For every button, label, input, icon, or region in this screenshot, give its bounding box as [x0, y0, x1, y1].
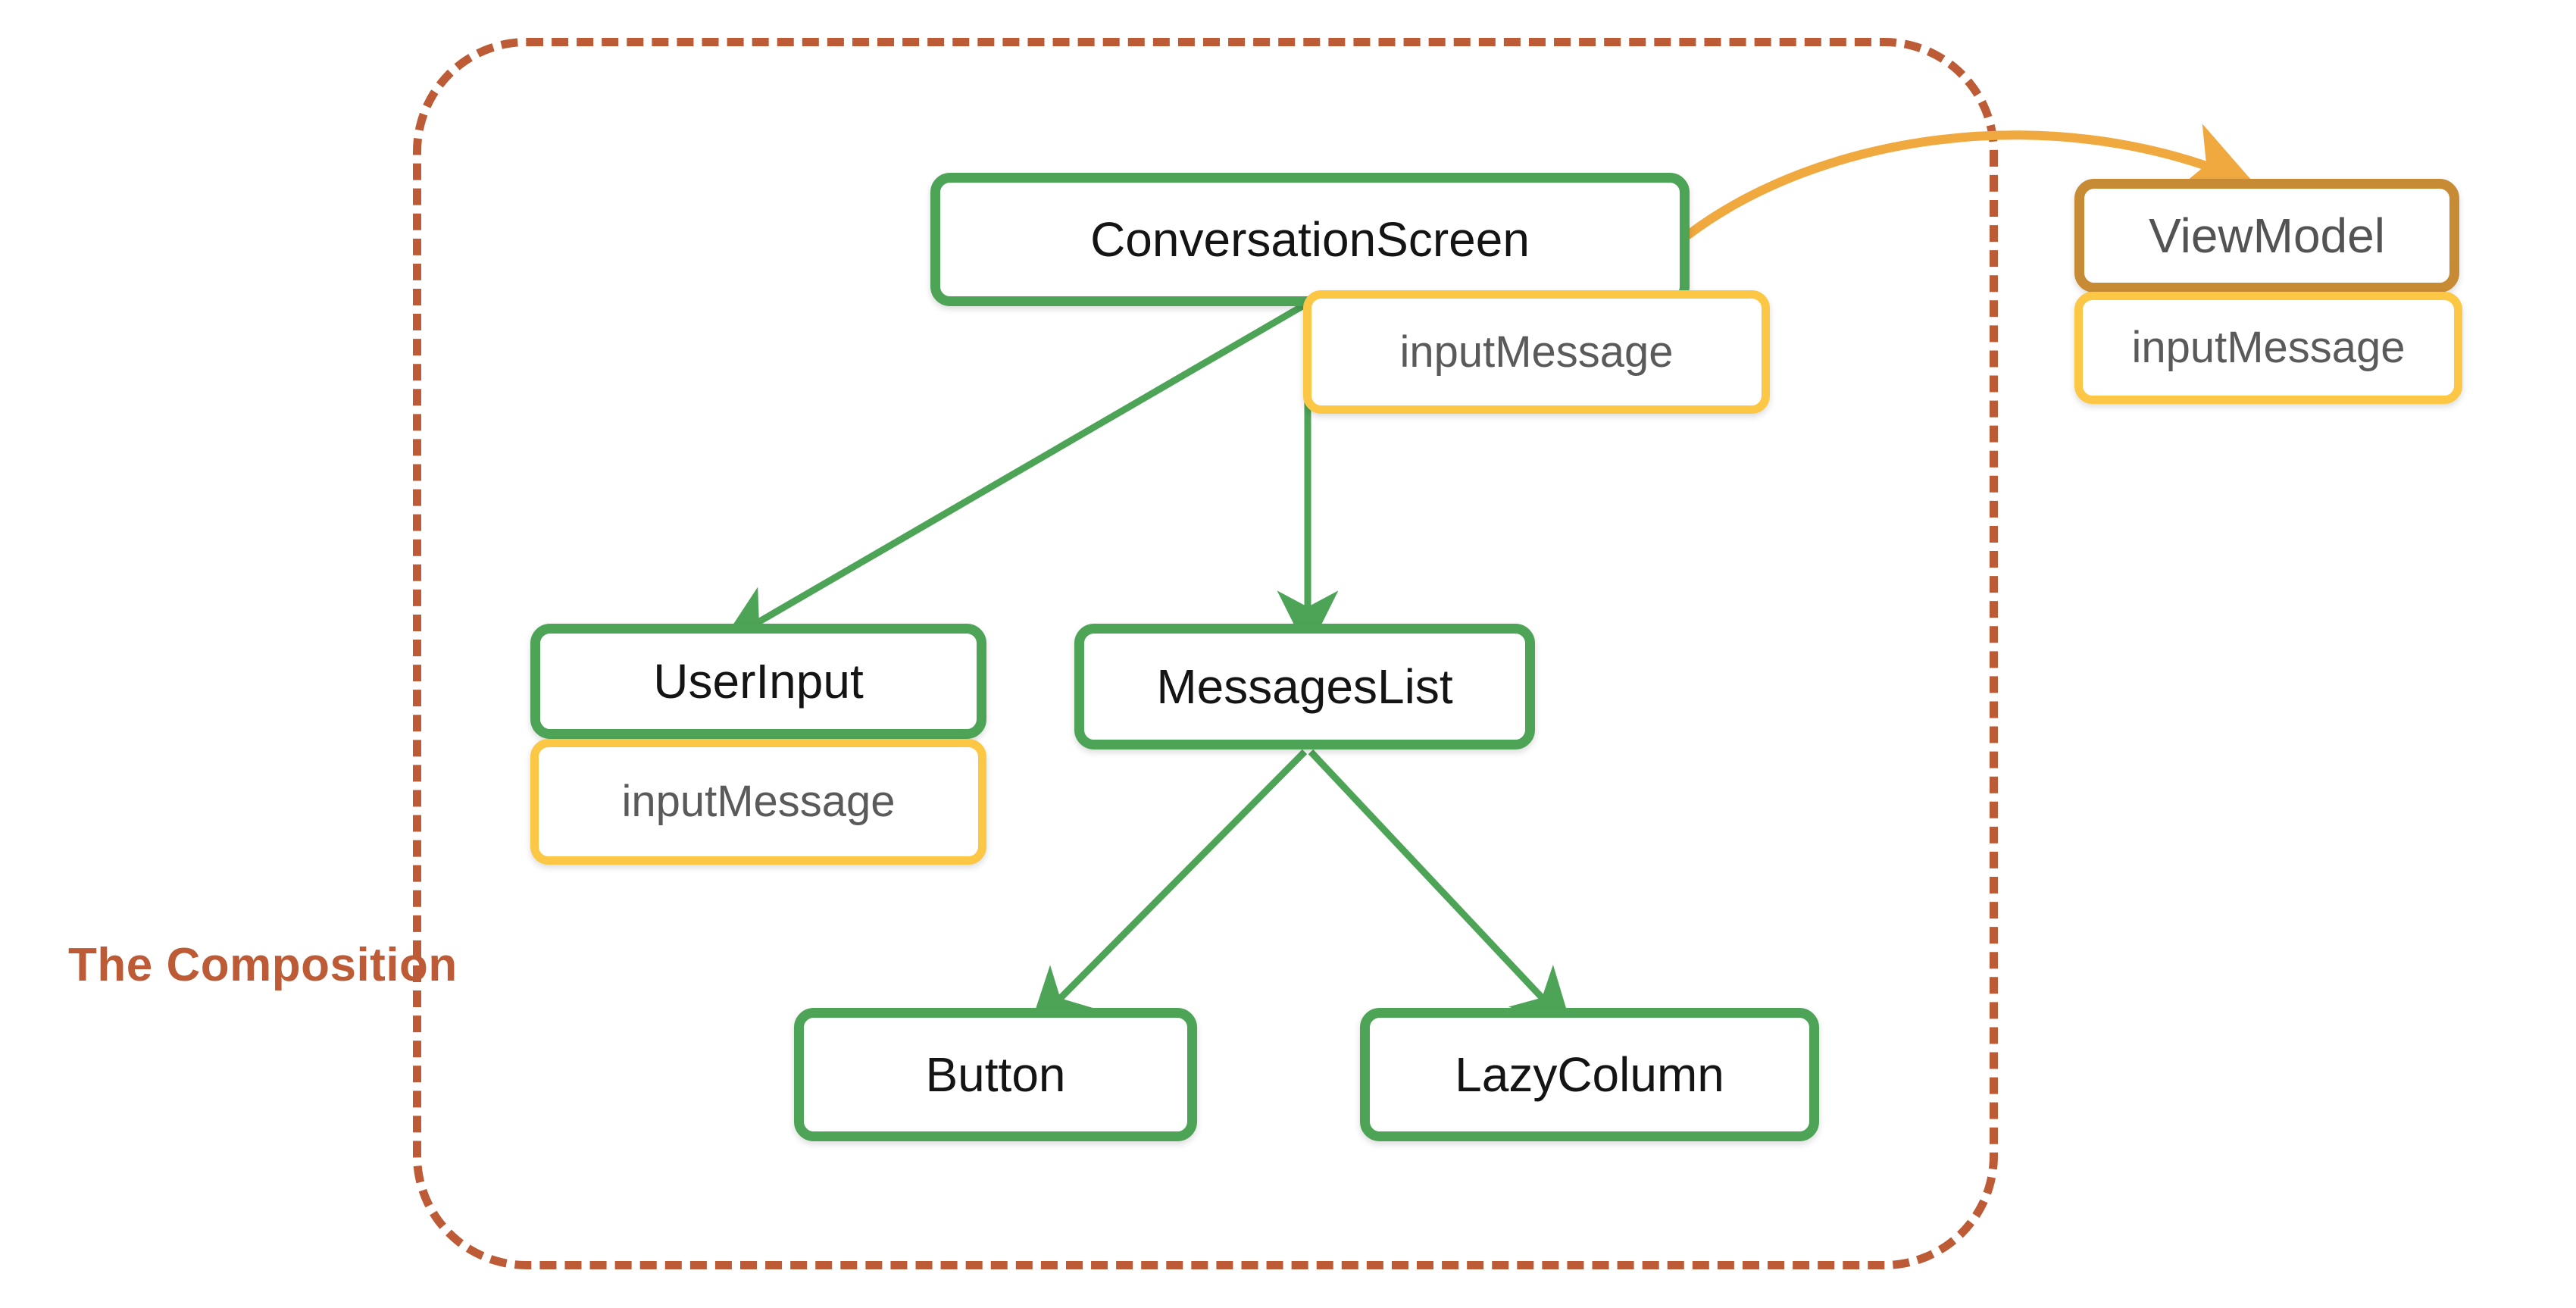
- composition-boundary: [413, 38, 1998, 1269]
- node-conversationscreen-label: ConversationScreen: [1090, 212, 1530, 267]
- state-chip-viewmodel-label: inputMessage: [2131, 323, 2406, 372]
- node-lazycolumn[interactable]: LazyColumn: [1360, 1008, 1819, 1141]
- node-userinput[interactable]: UserInput: [530, 624, 986, 739]
- state-chip-userinput-label: inputMessage: [621, 777, 896, 826]
- state-chip-conversationscreen-label: inputMessage: [1399, 327, 1674, 377]
- node-button-label: Button: [925, 1047, 1066, 1102]
- node-conversationscreen[interactable]: ConversationScreen: [930, 173, 1690, 306]
- composition-label: The Composition: [68, 939, 458, 991]
- node-button[interactable]: Button: [794, 1008, 1197, 1141]
- state-chip-viewmodel-inputmessage[interactable]: inputMessage: [2074, 292, 2462, 404]
- node-viewmodel-label: ViewModel: [2149, 208, 2385, 263]
- node-lazycolumn-label: LazyColumn: [1455, 1047, 1724, 1102]
- node-viewmodel[interactable]: ViewModel: [2074, 179, 2459, 293]
- node-userinput-label: UserInput: [653, 654, 864, 709]
- state-chip-conversationscreen-inputmessage[interactable]: inputMessage: [1303, 290, 1770, 414]
- node-messageslist-label: MessagesList: [1156, 659, 1453, 714]
- state-chip-userinput-inputmessage[interactable]: inputMessage: [530, 739, 986, 865]
- node-messageslist[interactable]: MessagesList: [1074, 624, 1535, 749]
